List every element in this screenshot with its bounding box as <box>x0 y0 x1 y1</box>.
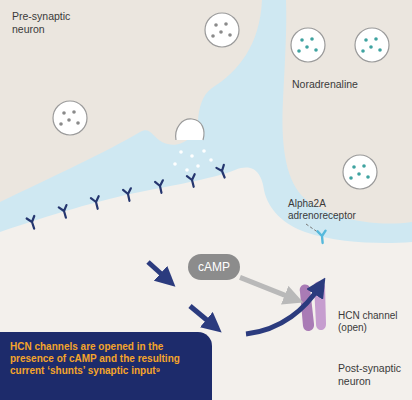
receptor-symbol <box>216 165 228 179</box>
node-label: Noradrenaline <box>292 78 382 91</box>
noradrenaline-dot <box>366 175 370 179</box>
receptor-symbol <box>155 180 165 193</box>
receptor-row <box>27 165 229 230</box>
transmitter-dot <box>72 110 76 114</box>
transmitter-dot <box>76 121 80 125</box>
noradrenaline-dot <box>369 45 373 49</box>
signal-arrow <box>148 262 168 280</box>
activation-arrow <box>240 277 294 298</box>
node-label: Post-synaptic neuron <box>338 362 410 387</box>
noradrenaline-dot <box>374 37 378 41</box>
noradrenaline-dot <box>352 165 356 169</box>
noradrenaline-dot <box>364 38 368 42</box>
hcn-channel: HCN channel (open) <box>294 280 330 332</box>
transmitter-dot <box>202 149 206 153</box>
hcn-channel-subunit <box>300 285 314 332</box>
vesicle <box>53 101 87 135</box>
noradrenaline-dot <box>314 48 318 52</box>
camp-pill: cAMP <box>188 254 240 280</box>
current-arrow <box>246 286 320 334</box>
noradrenaline-vesicle <box>355 28 389 62</box>
receptor-label: Alpha2A adrenoreceptor <box>288 198 368 222</box>
noradrenaline-dot <box>310 37 314 41</box>
released-transmitter <box>173 126 213 172</box>
noradrenaline-dot <box>297 49 301 53</box>
transmitter-dot <box>196 164 200 168</box>
transmitter-dot <box>224 22 228 26</box>
transmitter-dot <box>214 23 218 27</box>
noradrenaline-dot <box>361 49 365 53</box>
receptor-symbol <box>187 174 198 188</box>
transmitter-dot <box>219 30 223 34</box>
leader-line <box>306 224 319 233</box>
transmitter-dot <box>228 33 232 37</box>
receptor-symbol <box>27 216 38 230</box>
hcn-channel-outline <box>294 280 330 332</box>
vesicle-membrane <box>291 28 325 62</box>
noradrenaline-dot <box>305 45 309 49</box>
node-label: cAMP <box>188 260 240 274</box>
receptor-symbol <box>91 196 102 210</box>
noradrenaline-dot <box>300 38 304 42</box>
transmitter-dot <box>190 154 194 158</box>
receptor-symbol <box>59 205 70 219</box>
node-label: HCN channel (open) <box>338 310 402 334</box>
transmitter-dot <box>62 111 66 115</box>
vesicle-membrane <box>343 155 377 189</box>
caption-band: HCN channels are opened in the presence … <box>0 332 212 400</box>
presynaptic-neuron-body <box>0 0 262 202</box>
transmitter-dot <box>184 128 188 132</box>
vesicle-membrane <box>205 13 239 47</box>
vesicle <box>205 13 239 47</box>
noradrenaline-vesicle <box>343 155 377 189</box>
noradrenaline-dot <box>357 172 361 176</box>
node-label: Pre-synaptic neuron <box>12 10 92 35</box>
hcn-channel-subunit <box>314 282 326 331</box>
postsynaptic-neuron-body <box>0 168 412 400</box>
transmitter-dot <box>211 34 215 38</box>
noradrenaline-dot <box>349 176 353 180</box>
vesicle-membrane <box>355 28 389 62</box>
signal-arrow <box>190 306 214 326</box>
noradrenaline-dot <box>362 164 366 168</box>
fusing-vesicle <box>176 119 204 140</box>
receptor-symbol <box>123 188 133 201</box>
transmitter-dot <box>179 150 183 154</box>
transmitter-dot <box>193 126 197 130</box>
transmitter-dot <box>185 168 189 172</box>
transmitter-dot <box>59 122 63 126</box>
node-label: HCN channels are opened in the presence … <box>10 341 202 377</box>
vesicle-membrane <box>53 101 87 135</box>
transmitter-dot <box>67 118 71 122</box>
alpha-receptor-symbol <box>318 231 327 244</box>
noradrenaline-vesicle <box>291 28 325 62</box>
noradrenaline-dot <box>378 48 382 52</box>
noradrenaline-neuron-body <box>282 0 412 224</box>
transmitter-dot <box>173 162 177 166</box>
transmitter-dot <box>209 158 213 162</box>
